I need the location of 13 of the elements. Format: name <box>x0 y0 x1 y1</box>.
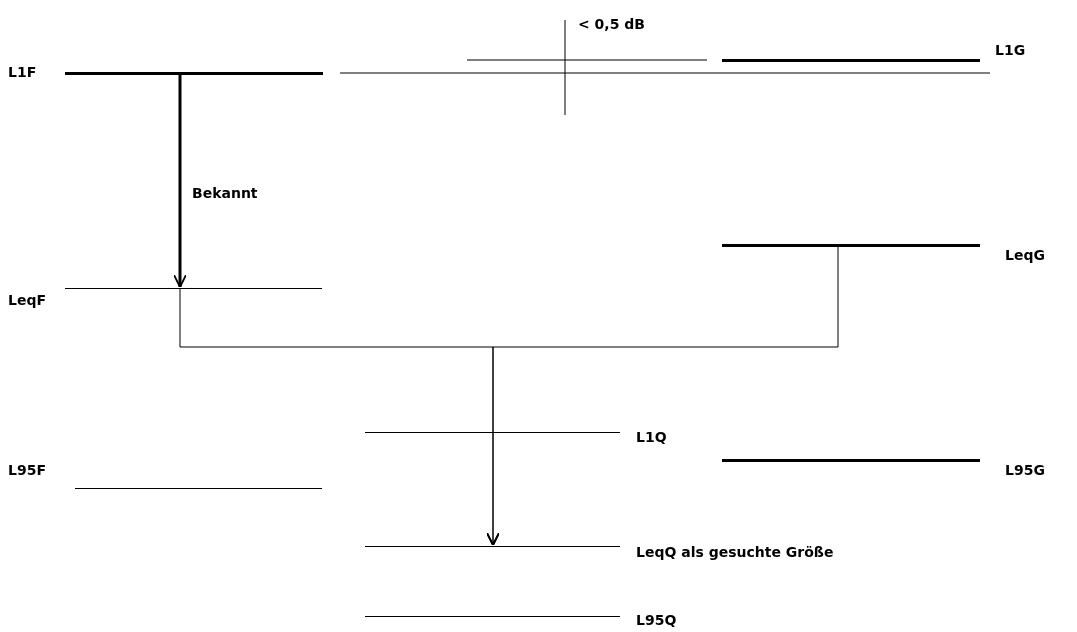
arrow <box>486 244 839 546</box>
level-label: L95Q <box>636 612 677 628</box>
arrow <box>173 73 187 288</box>
level-label: LeqF <box>8 292 46 308</box>
level-label: LeqG <box>1005 247 1045 263</box>
level-label: LeqQ als gesuchte Größe <box>636 544 834 560</box>
dimension-label: < 0,5 dB <box>578 16 645 32</box>
level-label: L95G <box>1005 462 1045 478</box>
level-label: L1G <box>995 42 1026 58</box>
level-label: L1F <box>8 64 37 80</box>
level-label: L1Q <box>636 429 667 445</box>
level-label: L95F <box>8 462 46 478</box>
edge-label: Bekannt <box>192 185 258 201</box>
